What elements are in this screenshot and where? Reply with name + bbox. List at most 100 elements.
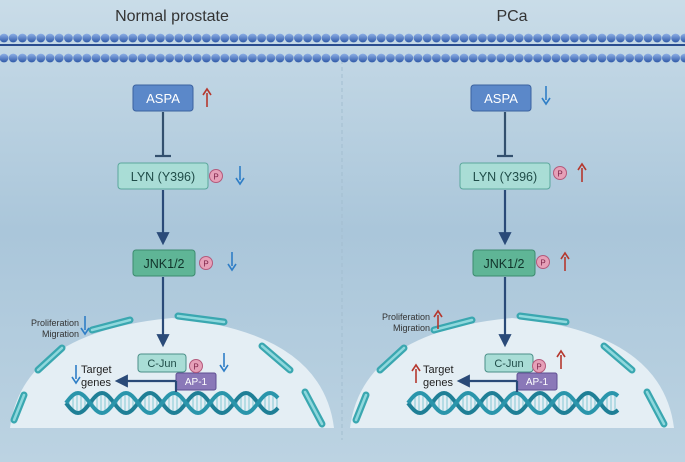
membrane-bead bbox=[367, 33, 377, 43]
membrane-bead bbox=[45, 53, 55, 63]
membrane-bead bbox=[340, 53, 349, 63]
membrane-bead bbox=[110, 53, 119, 63]
target-right-up-arrow-icon bbox=[411, 363, 421, 383]
phospho-cjun-left: P bbox=[189, 359, 203, 373]
membrane-bead bbox=[128, 53, 138, 63]
membrane-bead bbox=[294, 53, 303, 63]
membrane-bead bbox=[625, 33, 634, 43]
membrane-bead bbox=[0, 33, 9, 43]
membrane-bead bbox=[395, 53, 404, 63]
membrane-bead bbox=[505, 53, 515, 63]
membrane-bead bbox=[671, 33, 680, 43]
membrane-bead bbox=[91, 53, 101, 63]
membrane-bead bbox=[82, 53, 92, 63]
membrane-bead bbox=[450, 53, 460, 63]
target-label-left-2: genes bbox=[81, 377, 111, 389]
phenotype-label-left: Proliferation bbox=[31, 318, 79, 328]
lyn-node-right: LYN (Y396) bbox=[459, 162, 551, 190]
lyn-right-up-arrow-icon bbox=[577, 162, 587, 182]
membrane-bead bbox=[588, 53, 598, 63]
membrane-bead bbox=[174, 33, 184, 43]
membrane-bead bbox=[413, 53, 423, 63]
membrane-bead bbox=[551, 33, 561, 43]
svg-text:P: P bbox=[536, 363, 541, 372]
svg-text:P: P bbox=[193, 363, 198, 372]
membrane-bead bbox=[450, 33, 460, 43]
membrane-bead bbox=[202, 53, 211, 63]
svg-text:P: P bbox=[203, 260, 208, 269]
membrane-bead bbox=[616, 33, 625, 43]
membrane-bead bbox=[220, 33, 230, 43]
membrane-bead bbox=[266, 33, 276, 43]
phenotype-right-up-arrow-icon bbox=[433, 309, 443, 329]
membrane-bead bbox=[183, 33, 193, 43]
svg-text:C-Jun: C-Jun bbox=[147, 358, 176, 370]
membrane-bead bbox=[238, 33, 248, 43]
ap1-node-left: AP-1 bbox=[175, 372, 217, 391]
membrane-bead bbox=[625, 53, 634, 63]
membrane-bead bbox=[606, 53, 616, 63]
membrane-bead bbox=[422, 53, 432, 63]
membrane-bead bbox=[64, 33, 73, 43]
membrane-bead bbox=[110, 33, 119, 43]
target-label-left: Target bbox=[81, 364, 112, 376]
membrane-bead bbox=[376, 53, 386, 63]
svg-text:LYN (Y396): LYN (Y396) bbox=[131, 170, 195, 184]
membrane-bead bbox=[432, 53, 441, 63]
membrane-bead bbox=[73, 33, 82, 43]
target-label-right-2: genes bbox=[423, 377, 453, 389]
membrane-bead bbox=[146, 33, 156, 43]
target-label-right: Target bbox=[423, 364, 454, 376]
membrane-bead bbox=[211, 33, 221, 43]
membrane-bead bbox=[349, 53, 358, 63]
membrane-bead bbox=[386, 33, 395, 43]
membrane-bead bbox=[312, 53, 322, 63]
membrane-bead bbox=[358, 33, 368, 43]
membrane-bead bbox=[27, 33, 36, 43]
phenotype-label-left-2: Migration bbox=[42, 329, 79, 339]
membrane-bead bbox=[266, 53, 276, 63]
membrane-bead bbox=[579, 53, 588, 63]
membrane-bead bbox=[662, 53, 671, 63]
membrane-bead bbox=[303, 33, 312, 43]
phospho-jnk-right: P bbox=[536, 255, 550, 269]
membrane-bead bbox=[652, 33, 662, 43]
membrane-bead bbox=[662, 33, 671, 43]
jnk-node-left: JNK1/2 bbox=[132, 249, 196, 277]
membrane-bead bbox=[27, 53, 36, 63]
membrane-bead bbox=[330, 53, 340, 63]
svg-text:JNK1/2: JNK1/2 bbox=[144, 257, 185, 271]
membrane-bead bbox=[192, 53, 202, 63]
membrane-bead bbox=[165, 53, 175, 63]
membrane-bead bbox=[284, 53, 294, 63]
membrane-bead bbox=[248, 53, 257, 63]
membrane-bead bbox=[487, 53, 496, 63]
membrane-bead bbox=[680, 33, 685, 43]
membrane-bead bbox=[229, 53, 239, 63]
membrane-bead bbox=[459, 53, 469, 63]
membrane-bead bbox=[257, 33, 266, 43]
membrane-bead bbox=[156, 33, 165, 43]
membrane-bead bbox=[496, 33, 506, 43]
aspa-node-left: ASPA bbox=[132, 84, 194, 112]
membrane-bead bbox=[514, 33, 524, 43]
jnk-node-right: JNK1/2 bbox=[472, 249, 536, 277]
membrane-bead bbox=[478, 33, 487, 43]
aspa-right-down-arrow-icon bbox=[541, 86, 551, 106]
svg-text:C-Jun: C-Jun bbox=[494, 358, 523, 370]
svg-text:JNK1/2: JNK1/2 bbox=[484, 257, 525, 271]
membrane-bead bbox=[45, 33, 55, 43]
membrane-bead bbox=[119, 53, 128, 63]
cell-membrane bbox=[0, 33, 685, 63]
membrane-bead bbox=[542, 53, 552, 63]
phenotype-label-right: Proliferation bbox=[382, 312, 430, 322]
membrane-bead bbox=[330, 33, 340, 43]
membrane-bead bbox=[514, 53, 524, 63]
membrane-bead bbox=[570, 53, 579, 63]
svg-text:P: P bbox=[540, 259, 545, 268]
membrane-bead bbox=[386, 53, 395, 63]
membrane-bead bbox=[137, 33, 147, 43]
dna-helix-right bbox=[406, 390, 620, 416]
membrane-bead bbox=[8, 53, 18, 63]
